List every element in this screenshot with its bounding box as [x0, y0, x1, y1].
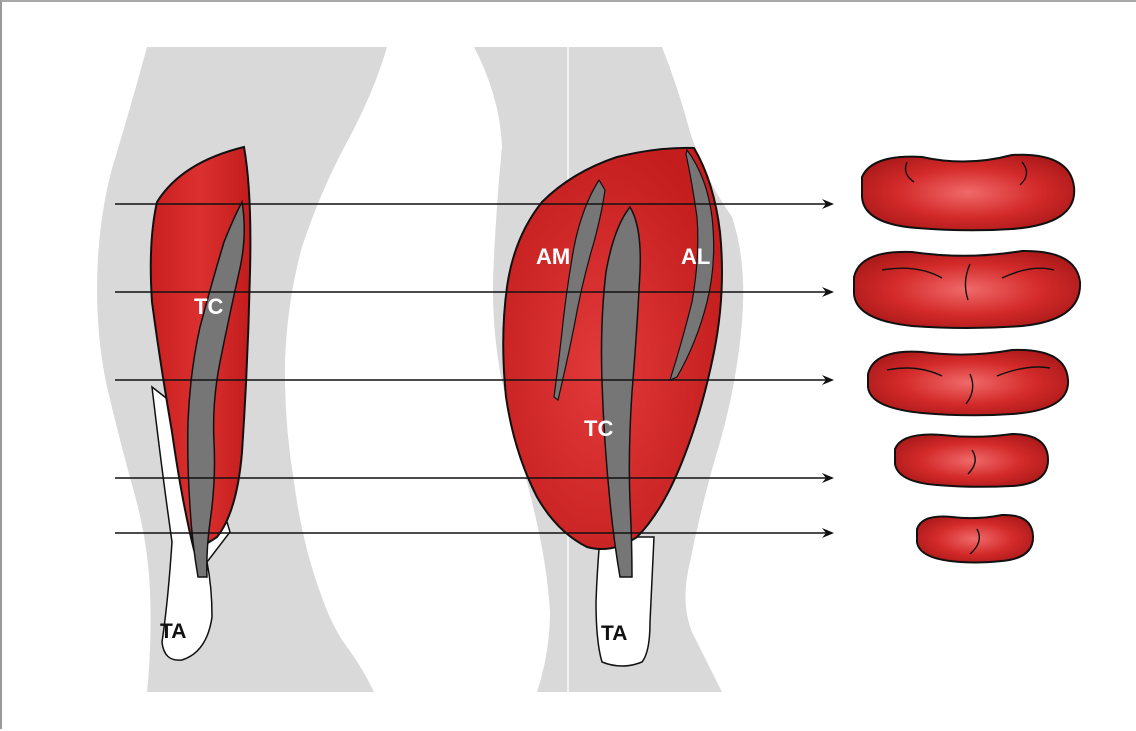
cross-section-5	[917, 515, 1033, 563]
cross-section-3	[868, 350, 1068, 415]
posterior-al-label: AL	[681, 244, 710, 269]
cross-section-1	[862, 155, 1074, 231]
cross-section-4	[895, 434, 1048, 487]
cross-section-2	[854, 251, 1080, 328]
lateral-ta-label: TA	[160, 620, 186, 643]
posterior-ta-label: TA	[601, 622, 627, 645]
lateral-tc-label: TC	[194, 294, 223, 319]
posterior-tc-label: TC	[584, 416, 613, 441]
posterior-am-label: AM	[536, 244, 570, 269]
